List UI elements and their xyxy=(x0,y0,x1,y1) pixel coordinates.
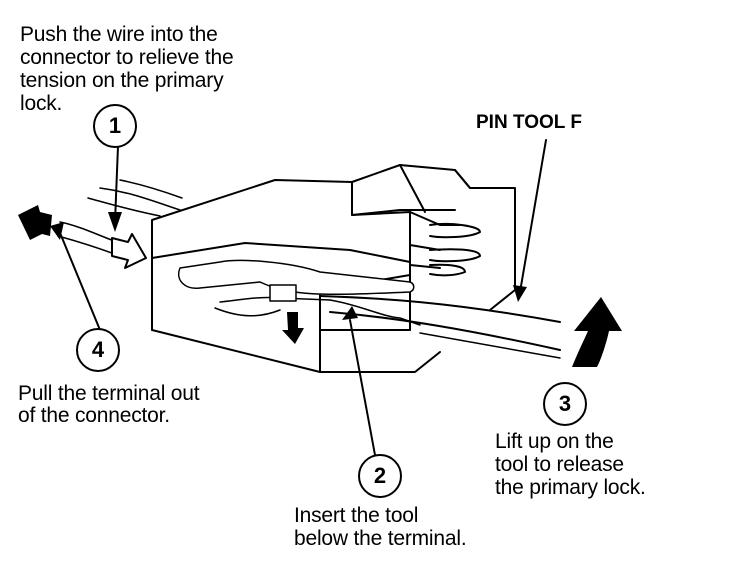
step-2-text-line: below the terminal. xyxy=(294,527,467,550)
step-3-text-line: tool to release xyxy=(495,453,624,476)
down-arrow-icon xyxy=(282,312,304,344)
step-4-callout: 4 xyxy=(76,328,120,372)
step-1-callout: 1 xyxy=(93,104,137,148)
step-1-text-line: connector to relieve the xyxy=(20,46,234,69)
step-1-text-line: tension on the primary xyxy=(20,69,224,92)
pull-arrow-icon xyxy=(18,205,52,240)
step-1-text-line: lock. xyxy=(20,92,63,115)
leader-lines xyxy=(57,139,547,456)
step-3-text-line: Lift up on the xyxy=(495,430,614,453)
leader-arrowheads xyxy=(50,212,527,320)
pin-tool xyxy=(319,295,561,359)
connector-body xyxy=(151,164,516,373)
step-2-callout: 2 xyxy=(358,454,402,498)
lift-arrow-icon xyxy=(572,297,622,367)
step-3-callout: 3 xyxy=(543,382,587,426)
step-3-text-line: the primary lock. xyxy=(495,476,646,499)
push-arrow-icon xyxy=(111,233,147,269)
step-4-text-line: Pull the terminal out xyxy=(18,382,200,405)
step-1-text-line: Push the wire into the xyxy=(20,23,218,46)
step-4-text-line: of the connector. xyxy=(18,404,170,427)
pin-tool-label: PIN TOOL F xyxy=(476,112,582,133)
step-2-text-line: Insert the tool xyxy=(294,504,419,527)
